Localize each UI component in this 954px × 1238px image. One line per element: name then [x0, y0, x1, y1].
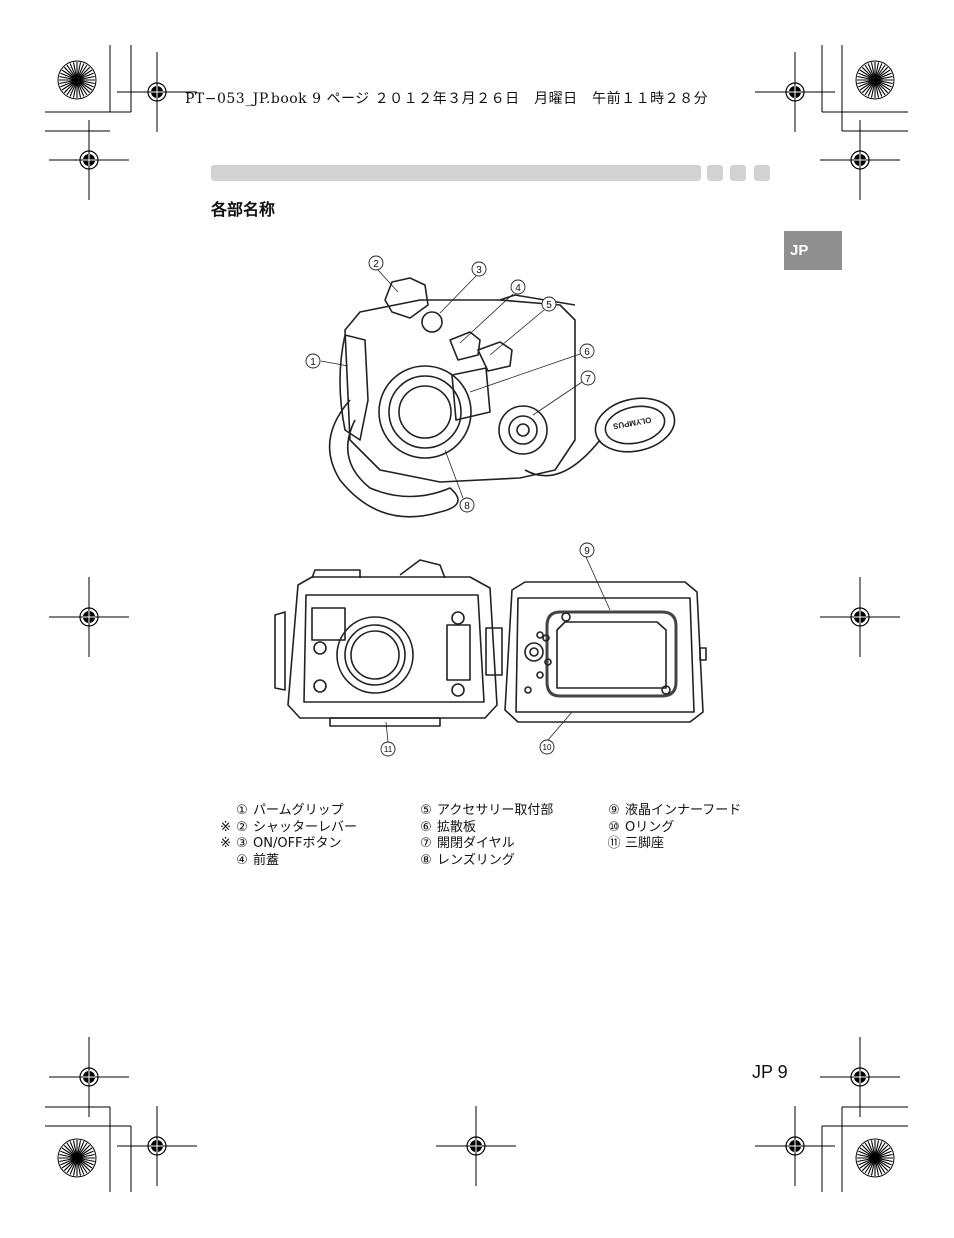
section-bar-square [730, 165, 746, 181]
svg-text:1: 1 [310, 357, 316, 368]
callout-9: 9 [579, 542, 595, 558]
callout-8: 8 [459, 497, 475, 513]
section-bar [211, 165, 701, 181]
svg-text:10: 10 [543, 743, 552, 752]
callout-7: 7 [580, 370, 596, 386]
callout-4: 4 [510, 279, 526, 295]
callout-1: 1 [305, 353, 321, 369]
section-bar-square [707, 165, 723, 181]
callout-2: 2 [368, 255, 384, 271]
callout-10: 10 [539, 739, 555, 755]
svg-text:11: 11 [384, 745, 393, 754]
svg-text:4: 4 [515, 283, 521, 294]
section-title: 各部名称 [211, 200, 276, 219]
section-bar-square [754, 165, 770, 181]
svg-text:9: 9 [584, 546, 590, 557]
callout-5: 5 [541, 296, 557, 312]
svg-text:6: 6 [584, 347, 590, 358]
svg-text:3: 3 [476, 265, 482, 276]
callout-6: 6 [579, 343, 595, 359]
svg-text:2: 2 [373, 259, 379, 270]
svg-text:7: 7 [585, 374, 591, 385]
page-number: JP 9 [752, 1062, 788, 1082]
svg-text:8: 8 [464, 501, 470, 512]
book-header-line: PT−053_JP.book 9 ページ ２０１２年３月２６日 月曜日 午前１１… [185, 91, 709, 107]
language-tab: JP [784, 231, 842, 270]
callout-3: 3 [471, 261, 487, 277]
svg-text:5: 5 [546, 300, 552, 311]
callout-11: 11 [380, 741, 396, 757]
